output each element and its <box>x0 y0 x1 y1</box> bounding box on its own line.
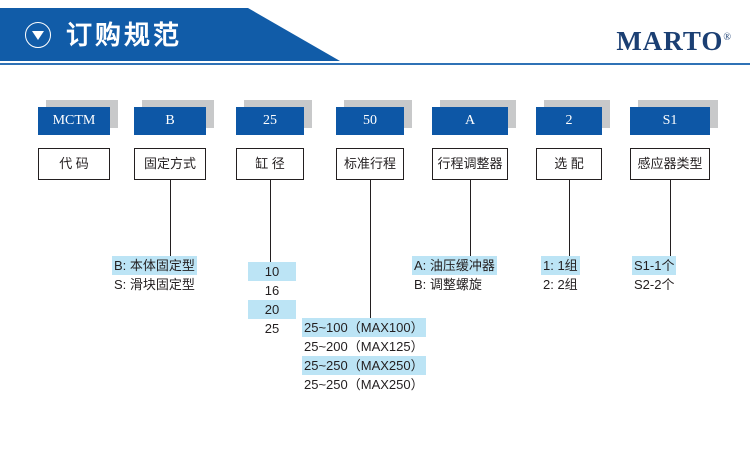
field-label-box: 标准行程 <box>336 148 404 180</box>
option-item[interactable]: 25 <box>264 321 280 336</box>
code-block: B <box>134 100 214 140</box>
spec-column: 25 缸 径 <box>236 100 312 262</box>
registered-trademark-icon: ® <box>723 32 732 43</box>
option-item[interactable]: S: 滑块固定型 <box>114 277 195 292</box>
field-label-box: 行程调整器 <box>432 148 508 180</box>
connector-line <box>370 180 371 318</box>
code-box[interactable]: MCTM <box>38 107 110 135</box>
code-box[interactable]: 25 <box>236 107 304 135</box>
option-item-selected[interactable]: 1: 1组 <box>541 256 580 275</box>
option-item-selected[interactable]: 20 <box>248 300 296 319</box>
connector-line <box>470 180 471 256</box>
page-header: 订购规范 MARTO® <box>0 0 750 66</box>
code-box[interactable]: 50 <box>336 107 404 135</box>
option-list: S1-1个 S2-2个 <box>632 256 677 294</box>
option-list: 10 16 20 25 <box>248 262 296 338</box>
code-block: 25 <box>236 100 312 140</box>
option-item[interactable]: 16 <box>264 283 280 298</box>
field-label-box: 感应器类型 <box>630 148 710 180</box>
spec-column: A 行程调整器 <box>432 100 516 256</box>
option-item[interactable]: 25~250（MAX250） <box>304 377 424 392</box>
option-item-selected[interactable]: A: 油压缓冲器 <box>412 256 497 275</box>
field-label-box: 缸 径 <box>236 148 304 180</box>
connector-line <box>670 180 671 256</box>
connector-line <box>569 180 570 256</box>
option-list: A: 油压缓冲器 B: 调整螺旋 <box>412 256 497 294</box>
code-block: A <box>432 100 516 140</box>
option-item[interactable]: S2-2个 <box>634 277 675 292</box>
brand-name: MARTO <box>616 26 724 56</box>
code-box[interactable]: S1 <box>630 107 710 135</box>
option-list: 25~100（MAX100） 25~200（MAX125） 25~250（MAX25… <box>302 318 426 394</box>
code-block: 50 <box>336 100 412 140</box>
option-list: 1: 1组 2: 2组 <box>541 256 580 294</box>
option-item[interactable]: 2: 2组 <box>543 277 578 292</box>
spec-column: S1 感应器类型 <box>630 100 718 256</box>
spec-column: MCTM 代 码 <box>38 100 118 180</box>
option-item-selected[interactable]: S1-1个 <box>632 256 677 275</box>
option-item-selected[interactable]: 25~250（MAX250） <box>302 356 426 375</box>
code-block: MCTM <box>38 100 118 140</box>
code-box[interactable]: 2 <box>536 107 602 135</box>
field-label-box: 选 配 <box>536 148 602 180</box>
spec-column: 50 标准行程 <box>336 100 412 318</box>
circle-down-arrow-icon <box>25 22 51 48</box>
field-label-box: 代 码 <box>38 148 110 180</box>
brand-logo: MARTO® <box>616 26 732 57</box>
code-box[interactable]: A <box>432 107 508 135</box>
option-item-selected[interactable]: B: 本体固定型 <box>112 256 197 275</box>
page-title: 订购规范 <box>66 20 183 50</box>
option-item-selected[interactable]: 10 <box>248 262 296 281</box>
spec-column: 2 选 配 <box>536 100 610 256</box>
field-label-box: 固定方式 <box>134 148 206 180</box>
option-item[interactable]: B: 调整螺旋 <box>414 277 482 292</box>
connector-line <box>270 180 271 262</box>
code-block: 2 <box>536 100 610 140</box>
option-item-selected[interactable]: 25~100（MAX100） <box>302 318 426 337</box>
code-box[interactable]: B <box>134 107 206 135</box>
spec-column: B 固定方式 <box>134 100 214 256</box>
header-banner <box>0 8 340 61</box>
connector-line <box>170 180 171 256</box>
header-divider <box>0 63 750 65</box>
option-list: B: 本体固定型 S: 滑块固定型 <box>112 256 197 294</box>
code-block: S1 <box>630 100 718 140</box>
option-item[interactable]: 25~200（MAX125） <box>304 339 424 354</box>
